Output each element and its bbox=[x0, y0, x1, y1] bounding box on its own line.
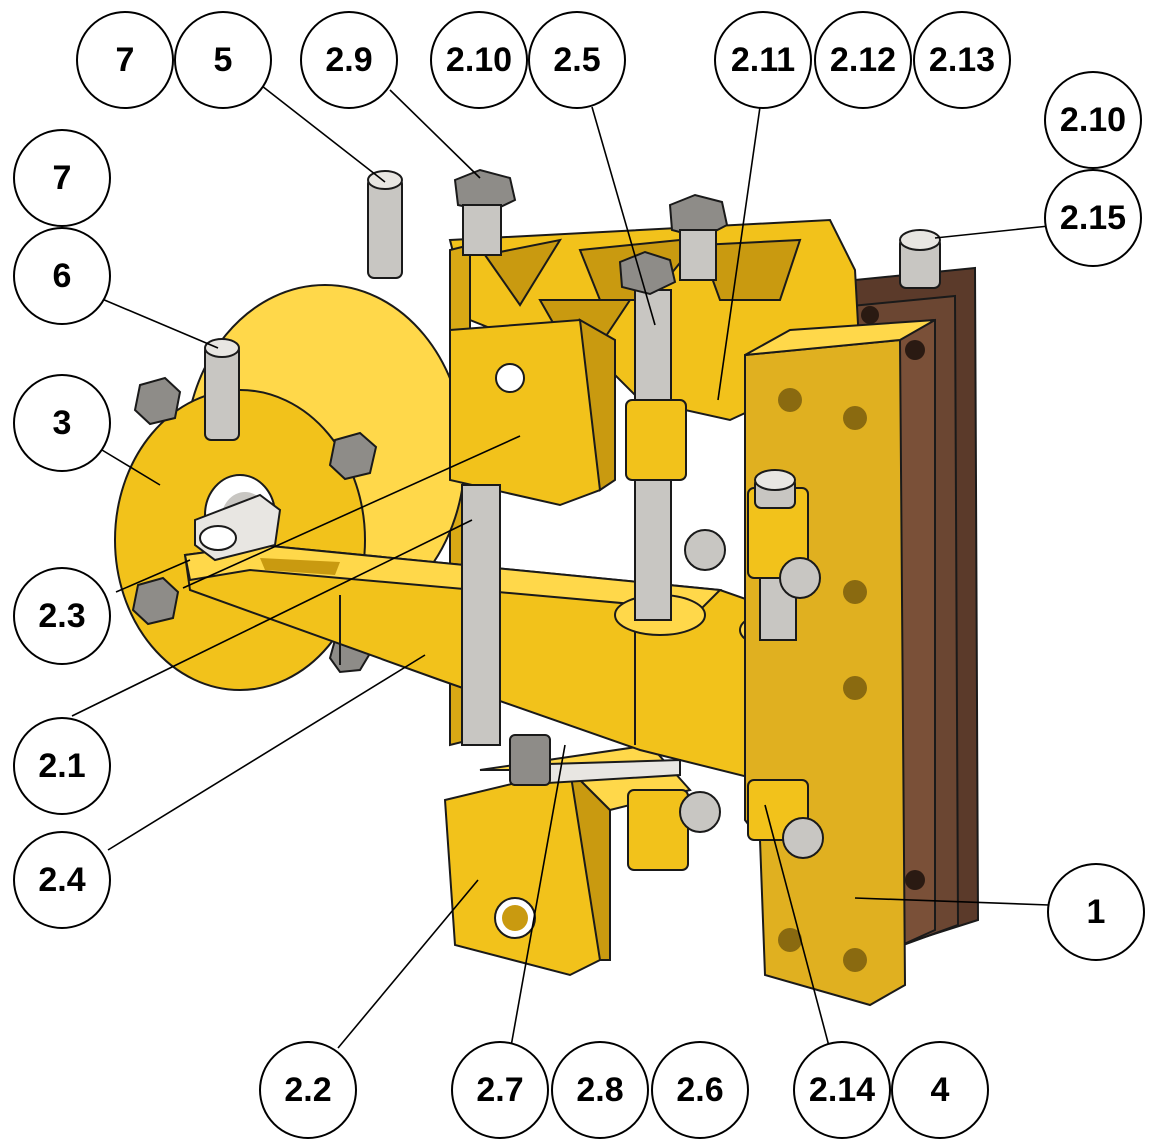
leader-lines bbox=[71, 85, 1050, 1053]
balloon-2-10-right: 2.10 bbox=[1044, 71, 1142, 169]
lever-block bbox=[449, 318, 616, 507]
svg-text:2.12: 2.12 bbox=[830, 41, 896, 79]
balloon-7-left: 7 bbox=[13, 129, 111, 227]
balloon-2-1: 2.1 bbox=[13, 717, 111, 815]
svg-text:4: 4 bbox=[931, 1071, 950, 1109]
svg-text:2.2: 2.2 bbox=[284, 1071, 331, 1109]
balloon-2-2: 2.2 bbox=[259, 1041, 357, 1139]
svg-text:2.15: 2.15 bbox=[1060, 199, 1126, 237]
balloon-2-15: 2.15 bbox=[1044, 169, 1142, 267]
clevis-eye bbox=[194, 493, 282, 562]
svg-text:2.1: 2.1 bbox=[38, 747, 85, 785]
balloon-2-8: 2.8 bbox=[551, 1041, 649, 1139]
svg-text:2.14: 2.14 bbox=[809, 1071, 875, 1109]
balloon-1: 1 bbox=[1047, 863, 1145, 961]
svg-text:2.7: 2.7 bbox=[476, 1071, 523, 1109]
balloons: 7 5 2.9 2.10 2.5 2.11 2.12 2.13 2.10 2.1… bbox=[13, 11, 1145, 1139]
balloon-2-4: 2.4 bbox=[13, 831, 111, 929]
balloon-2-6: 2.6 bbox=[651, 1041, 749, 1139]
balloon-6: 6 bbox=[13, 227, 111, 325]
balloon-2-11: 2.11 bbox=[714, 11, 812, 109]
svg-text:6: 6 bbox=[53, 257, 72, 295]
balloon-2-7: 2.7 bbox=[451, 1041, 549, 1139]
svg-text:2.11: 2.11 bbox=[731, 41, 795, 79]
svg-text:2.9: 2.9 bbox=[325, 41, 372, 79]
top-bolts bbox=[453, 168, 729, 296]
svg-text:2.8: 2.8 bbox=[576, 1071, 623, 1109]
svg-text:2.4: 2.4 bbox=[38, 861, 85, 899]
link-rod bbox=[509, 734, 681, 787]
balloon-2-10-top: 2.10 bbox=[430, 11, 528, 109]
svg-text:2.10: 2.10 bbox=[1060, 101, 1126, 139]
svg-text:2.3: 2.3 bbox=[38, 597, 85, 635]
balloon-7-top: 7 bbox=[76, 11, 174, 109]
balloon-5: 5 bbox=[174, 11, 272, 109]
balloon-2-3: 2.3 bbox=[13, 567, 111, 665]
socket-screws bbox=[679, 529, 824, 859]
pins bbox=[204, 170, 941, 509]
balloon-4: 4 bbox=[891, 1041, 989, 1139]
balloon-3: 3 bbox=[13, 374, 111, 472]
assembly-illustration bbox=[114, 168, 980, 1007]
svg-text:7: 7 bbox=[53, 159, 72, 197]
svg-text:7: 7 bbox=[116, 41, 135, 79]
svg-text:2.13: 2.13 bbox=[929, 41, 995, 79]
svg-text:2.10: 2.10 bbox=[446, 41, 512, 79]
svg-text:1: 1 bbox=[1087, 893, 1106, 931]
svg-text:2.5: 2.5 bbox=[553, 41, 600, 79]
rods bbox=[461, 289, 809, 871]
svg-text:5: 5 bbox=[214, 41, 233, 79]
balloon-2-13: 2.13 bbox=[913, 11, 1011, 109]
balloon-2-9: 2.9 bbox=[300, 11, 398, 109]
svg-text:3: 3 bbox=[53, 404, 72, 442]
balloon-2-5: 2.5 bbox=[528, 11, 626, 109]
balloon-2-12: 2.12 bbox=[814, 11, 912, 109]
balloon-2-14: 2.14 bbox=[793, 1041, 891, 1139]
svg-text:2.6: 2.6 bbox=[676, 1071, 723, 1109]
